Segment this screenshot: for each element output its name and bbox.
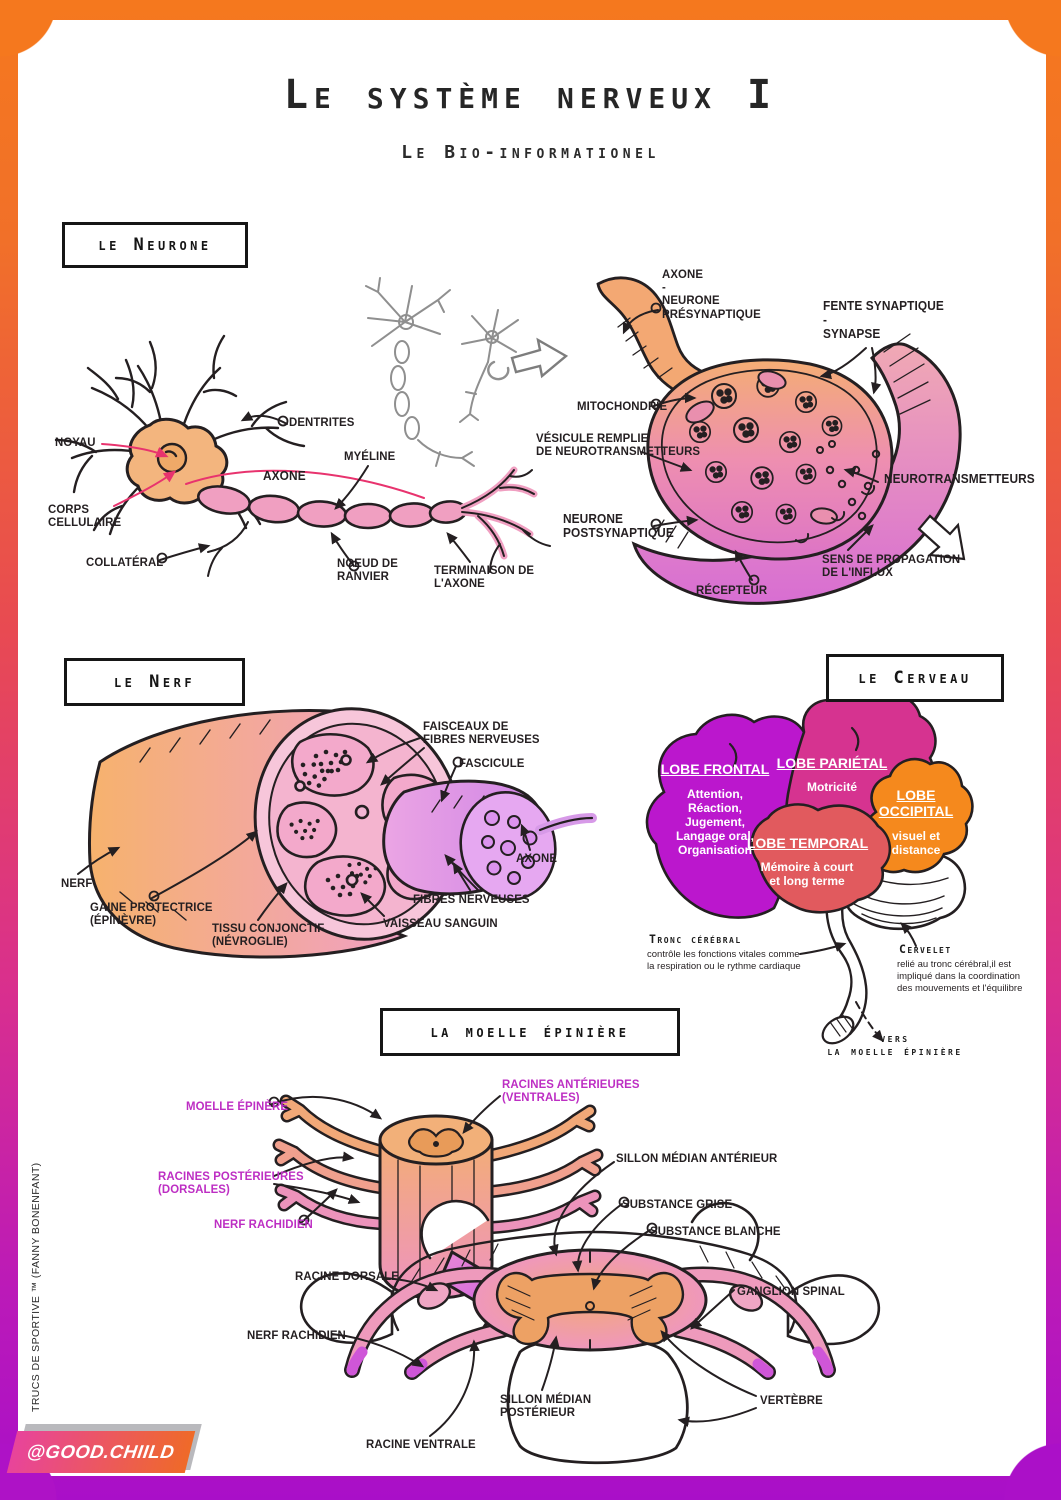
- label-substance-grise: SUBSTANCE GRISE: [622, 1197, 733, 1211]
- label-substance-blanche: SUBSTANCE BLANCHE: [650, 1224, 781, 1238]
- page-title: Le système nerveux I: [283, 72, 778, 118]
- mini-neurons-sketch: [365, 277, 569, 467]
- label-racines-posterieures: RACINES POSTÉRIEURES (DORSALES): [158, 1169, 304, 1197]
- frame-corner-top-left: [0, 0, 58, 58]
- badge-banner: @GOOD.CHIILD: [6, 1431, 196, 1473]
- credit-text: TRUCS DE SPORTIVE ™ (FANNY BONENFANT): [30, 1162, 42, 1412]
- label-nerf-rachidien-bas: NERF RACHIDIEN: [247, 1328, 346, 1342]
- label-axone: AXONE: [263, 469, 306, 483]
- label-racines-anterieures: RACINES ANTÉRIEURES (VENTRALES): [502, 1077, 640, 1105]
- neuron-diagram: [54, 334, 551, 577]
- label-neurone-postsynaptique: NEURONE POSTSYNAPTIQUE: [563, 512, 674, 540]
- label-nerf-rachidien-haut: NERF RACHIDIEN: [214, 1217, 313, 1231]
- label-sillon-median-anterieur: SILLON MÉDIAN ANTÉRIEUR: [616, 1151, 778, 1165]
- nerve-diagram: [87, 707, 597, 959]
- label-tronc-cerebral-title: Tronc cérébral: [649, 932, 742, 946]
- label-vers-moelle: vers la moelle épinière: [827, 1032, 963, 1058]
- label-mitochondrie: MITOCHONDRIE: [577, 399, 668, 413]
- label-corps-cellulaire: CORPS CELLULAIRE: [48, 502, 122, 530]
- section-heading-cerveau: le Cerveau: [826, 654, 1004, 702]
- label-collateral: COLLATÉRAL: [86, 555, 164, 569]
- section-heading-moelle-label: la moelle épinière: [430, 1022, 630, 1042]
- label-dentrites: DENTRITES: [289, 415, 355, 429]
- label-tissu-conjonctif: TISSU CONJONCTIF (NÉVROGLIE): [212, 921, 325, 949]
- label-racine-ventrale: RACINE VENTRALE: [366, 1437, 476, 1451]
- frame-corner-top-right: [1003, 0, 1061, 58]
- label-terminaison-axone: TERMINAISON DE L'AXONE: [434, 563, 535, 591]
- badge-handle: @GOOD.CHIILD: [25, 1441, 177, 1462]
- label-sillon-median-posterieur: SILLON MÉDIAN POSTÉRIEUR: [500, 1392, 592, 1420]
- page-subtitle: Le Bio-informationel: [401, 142, 660, 163]
- label-lobe-parietal-desc: Motricité: [806, 780, 857, 794]
- label-ganglion-spinal: GANGLION SPINAL: [737, 1284, 845, 1298]
- label-fascicule: FASCICULE: [459, 756, 525, 770]
- label-lobe-tem poral-desc: Mémoire à court et long terme: [760, 860, 854, 888]
- label-lobe-occipital-desc: visuel et distance: [891, 829, 941, 857]
- leader-arrows: [77, 302, 917, 1437]
- label-lobe-frontal-title: LOBE FRONTAL: [660, 761, 770, 777]
- label-gaine-protectrice: GAINE PROTECTRICE (ÉPINÈVRE): [90, 900, 213, 928]
- label-lobe-frontal-desc: Attention, Réaction, Jugement, Langage o…: [675, 787, 755, 857]
- label-tronc-cerebral-desc: contrôle les fonctions vitales comme la …: [647, 949, 801, 972]
- author-badge: @GOOD.CHIILD: [6, 1424, 202, 1473]
- label-myeline: MYÉLINE: [344, 449, 396, 463]
- label-noeud-ranvier: NOEUD DE RANVIER: [337, 556, 398, 584]
- label-fente-synaptique: FENTE SYNAPTIQUE - SYNAPSE: [823, 299, 944, 341]
- brain-diagram: [645, 686, 974, 1045]
- label-axone-nerf: AXONE: [516, 851, 558, 865]
- label-lobe-parietal-title: LOBE PARIÉTAL: [776, 755, 888, 771]
- label-lobe-temporal-title: LOBE TEMPORAL: [746, 835, 869, 851]
- section-heading-neurone-label: le Neurone: [98, 235, 212, 255]
- label-sens-propagation: SENS DE PROPAGATION DE L'INFLUX: [822, 552, 961, 580]
- section-heading-moelle: la moelle épinière: [380, 1008, 680, 1056]
- label-fibres-nerveuses: FIBRES NERVEUSES: [413, 892, 530, 906]
- label-vaisseau-sanguin: VAISSEAU SANGUIN: [383, 916, 498, 930]
- label-recepteur: RÉCEPTEUR: [696, 583, 768, 597]
- label-neurotransmetteurs: NEUROTRANSMETTEURS: [884, 472, 1035, 486]
- label-lobe-occipital-title: LOBE OCCIPITAL: [878, 787, 954, 819]
- section-heading-nerf: le Nerf: [64, 658, 245, 706]
- label-moelle-epinere: MOELLE ÉPINÈRE: [186, 1099, 289, 1113]
- label-axone-presynaptique: AXONE - NEURONE PRÉSYNAPTIQUE: [662, 267, 761, 321]
- label-racine-dorsale: RACINE DORSALE: [295, 1269, 399, 1283]
- frame-corner-bottom-right: [1003, 1442, 1061, 1500]
- synapse-diagram: [596, 276, 966, 605]
- section-heading-cerveau-label: le Cerveau: [858, 668, 972, 688]
- label-noyau: NOYAU: [55, 435, 96, 449]
- label-faisceaux: FAISCEAUX DE FIBRES NERVEUSES: [423, 719, 540, 747]
- section-heading-nerf-label: le Nerf: [113, 672, 196, 692]
- label-vertebre: VERTÈBRE: [760, 1393, 823, 1407]
- label-vesicule: VÉSICULE REMPLIE DE NEUROTRANSMETTEURS: [536, 431, 701, 459]
- label-cervelet-title: Cervelet: [899, 942, 952, 956]
- label-nerf: NERF: [61, 876, 93, 890]
- label-cervelet-desc: relié au tronc cérébral,il est impliqué …: [897, 959, 1023, 994]
- section-heading-neurone: le Neurone: [62, 222, 248, 268]
